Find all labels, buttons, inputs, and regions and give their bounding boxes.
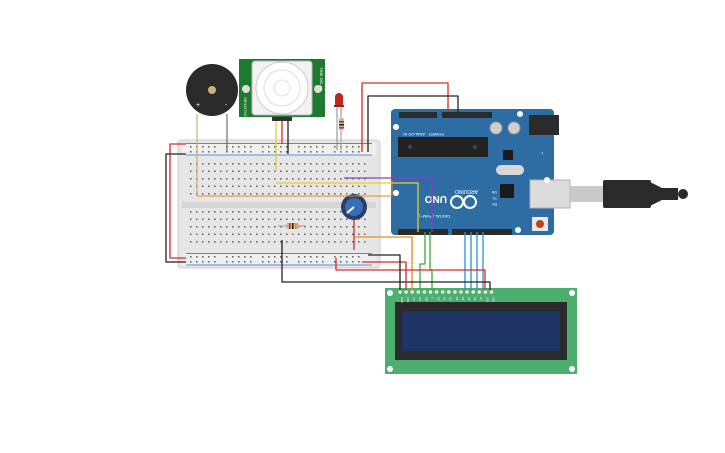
- lcd-pin-label: D3: [455, 297, 459, 301]
- lcd-pin[interactable]: [459, 290, 463, 294]
- wire-rail-bridge-red[interactable]: [169, 143, 186, 259]
- arduino-logo-right: [463, 195, 477, 209]
- usb-port[interactable]: [529, 179, 571, 209]
- pir-sensor[interactable]: SENSITIVITY TIME DELAY: [239, 59, 325, 122]
- lcd-pin-label: D2: [449, 297, 453, 301]
- lcd-pin-label: LED: [485, 297, 489, 302]
- tx-led-label: TX: [492, 196, 497, 200]
- wire-lcd-backlight-minus[interactable]: [281, 240, 491, 290]
- lcd-pin-label: E: [430, 297, 434, 299]
- lcd-pin-label: VCC: [406, 297, 410, 303]
- lcd-pin[interactable]: [422, 290, 427, 294]
- lcd-pin-label: D1: [443, 297, 447, 301]
- wire-rail-bridge-black[interactable]: [165, 153, 186, 263]
- digital-header-label: DIGITAL (PWM~): [418, 214, 450, 219]
- lcd-pin-label: D7: [479, 297, 483, 301]
- analog-header-label: ANALOG IN: [403, 132, 425, 137]
- lcd-pin[interactable]: [453, 290, 457, 294]
- lcd-pin[interactable]: [483, 290, 488, 294]
- reset-button[interactable]: [536, 220, 544, 228]
- lcd-pin-label: GND: [400, 297, 404, 303]
- lcd-pin[interactable]: [404, 290, 408, 294]
- lcd-pin[interactable]: [477, 290, 482, 294]
- wires: [165, 82, 491, 290]
- lcd-screen: [402, 311, 560, 351]
- lcd-pin-label: D5: [467, 297, 471, 301]
- wire-gnd[interactable]: [367, 95, 459, 152]
- atmega-chip: [398, 137, 488, 157]
- wire-lcd-gnd[interactable]: [368, 254, 401, 290]
- lcd-pin[interactable]: [471, 290, 476, 294]
- board-name: UNO: [425, 193, 447, 204]
- pir-time-delay-label: TIME DELAY: [319, 67, 324, 91]
- dc-power-jack[interactable]: [529, 115, 559, 135]
- wire-lcd-rw[interactable]: [429, 232, 433, 290]
- analog-header[interactable]: [442, 112, 492, 118]
- on-led-label: ON: [491, 190, 497, 194]
- lcd-backlight-resistor[interactable]: [278, 223, 306, 229]
- lcd-pin[interactable]: [428, 290, 433, 294]
- power-header-label: POWER: [429, 132, 444, 137]
- lcd-pin[interactable]: [398, 290, 402, 294]
- rx-led-label: RX: [491, 202, 497, 206]
- usb-cable[interactable]: [570, 180, 688, 208]
- pir-sensitivity-label: SENSITIVITY: [243, 97, 248, 122]
- wire-buzzer-signal[interactable]: [197, 180, 393, 197]
- lcd-pin[interactable]: [465, 290, 469, 294]
- wire-led-signal[interactable]: [344, 177, 433, 232]
- lcd-pin-label: D0: [437, 297, 441, 301]
- potentiometer[interactable]: [341, 194, 367, 220]
- wire-lcd-backlight-plus[interactable]: [335, 258, 486, 290]
- lcd-pin-label: LED: [491, 297, 495, 302]
- buzzer-plus-label: +: [196, 102, 200, 109]
- l-led-label: L: [541, 151, 543, 155]
- lcd-pin[interactable]: [489, 290, 494, 294]
- power-header[interactable]: [399, 112, 437, 118]
- lcd-pin[interactable]: [410, 290, 415, 294]
- led-resistor[interactable]: [339, 116, 344, 150]
- wire-lcd-rs[interactable]: [356, 236, 413, 290]
- wire-lcd-e[interactable]: [419, 232, 426, 290]
- lcd-pin[interactable]: [440, 290, 445, 294]
- lcd-pin[interactable]: [447, 290, 451, 294]
- digital-header-left[interactable]: [398, 229, 448, 235]
- lcd-pin[interactable]: [434, 290, 439, 294]
- lcd-pin-label: RW: [424, 297, 428, 302]
- lcd-pin-label: RS: [418, 297, 422, 301]
- lcd-pin-label: D6: [473, 297, 477, 301]
- wire-pir-signal[interactable]: [276, 182, 419, 232]
- board-brand: ARDUINO: [455, 188, 478, 194]
- lcd-pin-label: D4: [461, 297, 465, 301]
- lcd-pin-label: V0: [412, 297, 416, 301]
- wire-lcd-vcc[interactable]: [362, 261, 407, 290]
- piezo-buzzer[interactable]: + -: [186, 64, 238, 116]
- wire-5v[interactable]: [361, 82, 449, 152]
- buzzer-minus-label: -: [225, 102, 228, 109]
- digital-header-right[interactable]: [452, 229, 512, 235]
- lcd-pin[interactable]: [416, 290, 421, 294]
